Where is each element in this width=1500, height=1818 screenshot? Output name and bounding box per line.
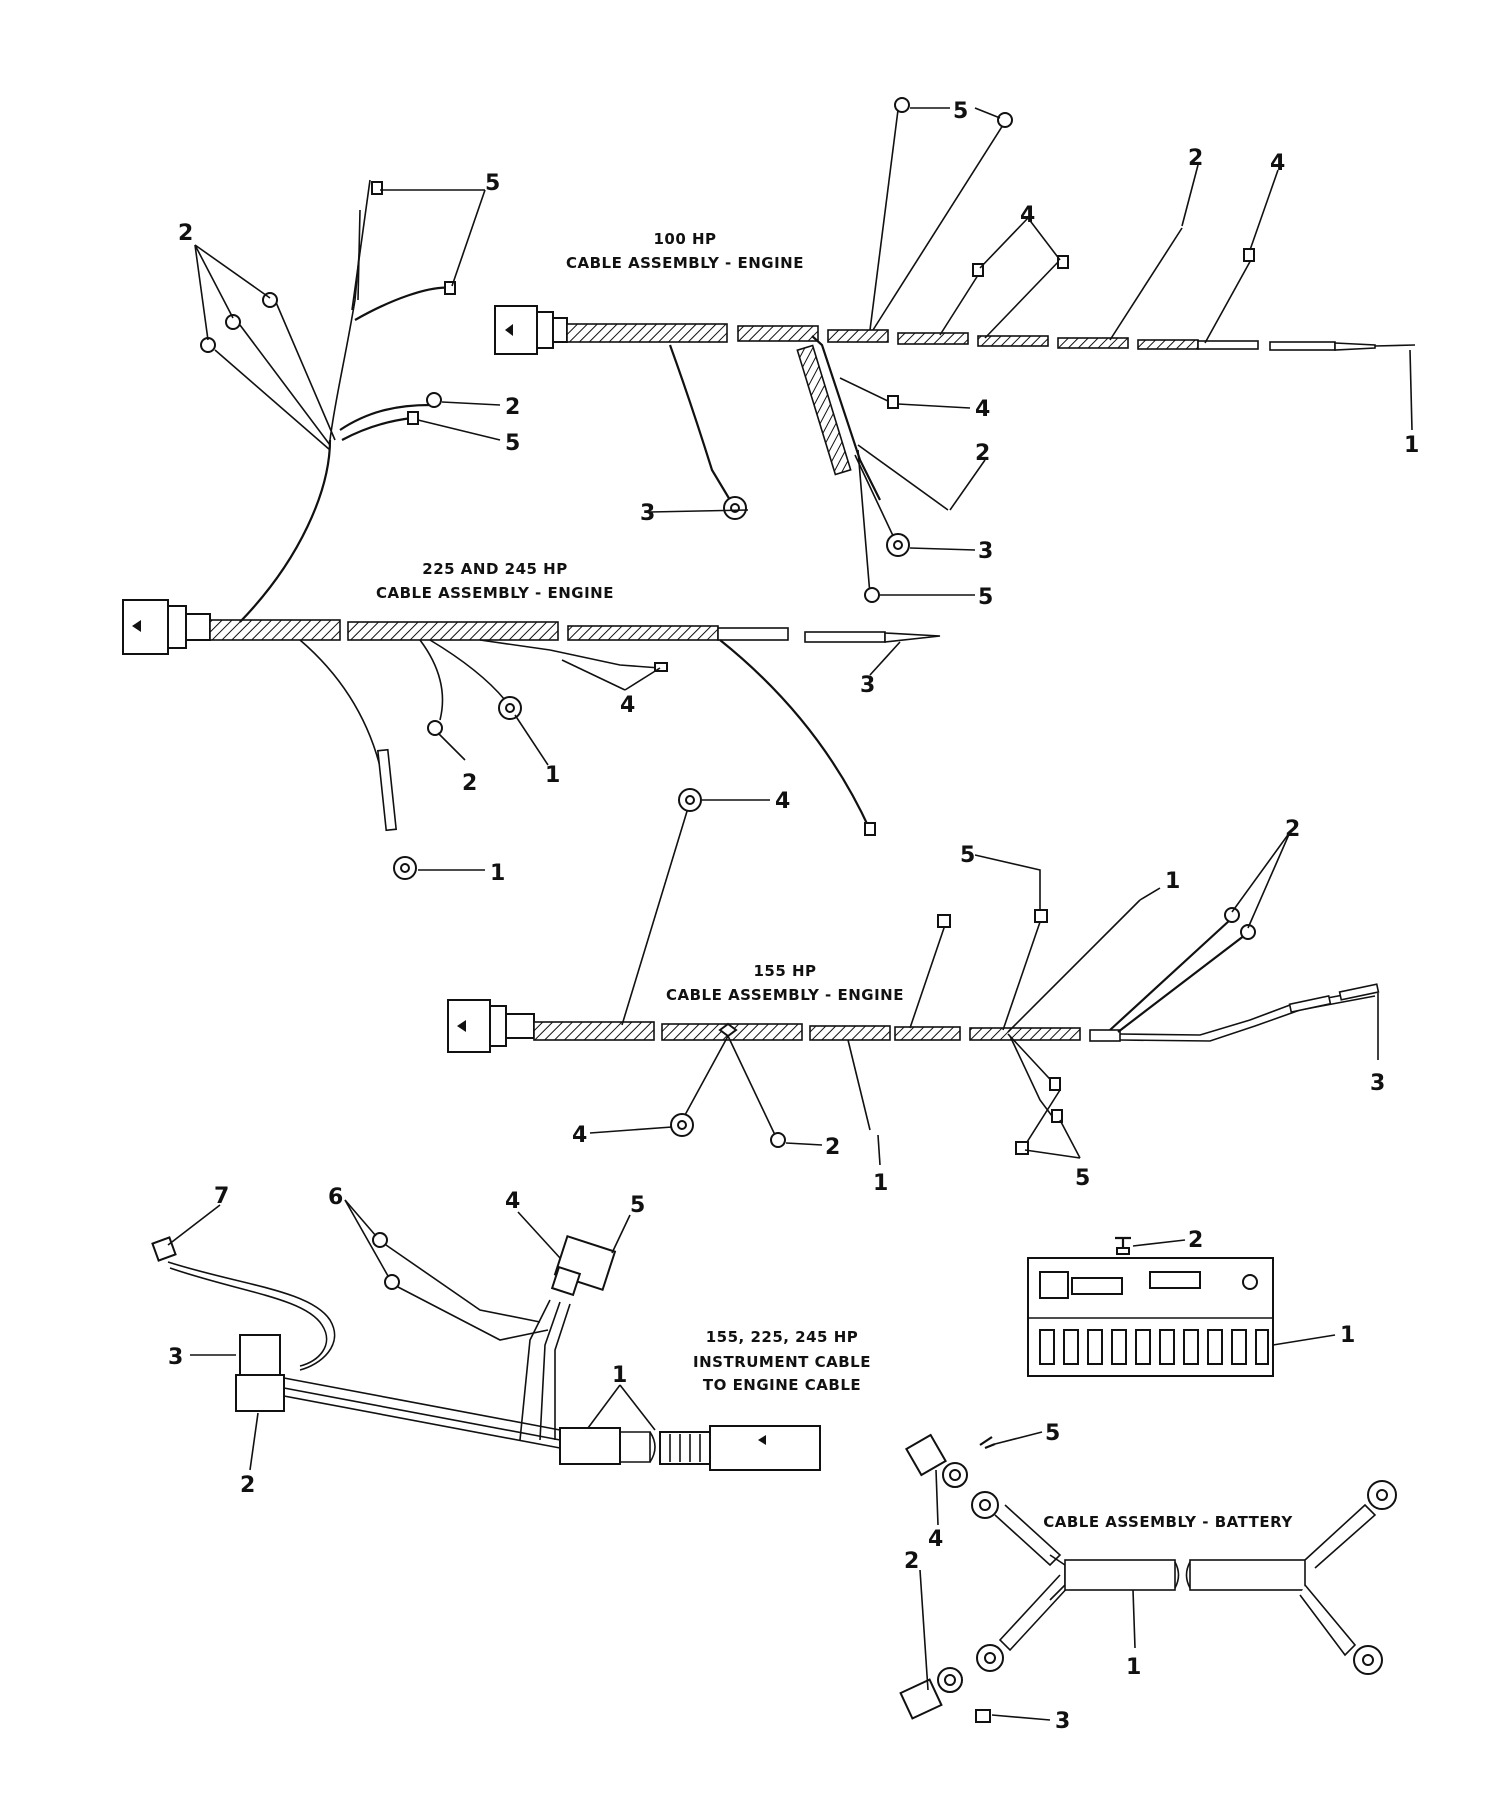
battery-callout: 1	[1126, 1655, 1141, 1680]
hp155-connector	[447, 999, 535, 1053]
hp100-callout: 4	[1020, 203, 1035, 228]
hp225-callout: 2	[178, 221, 193, 246]
hp225-callout: 1	[545, 763, 560, 788]
hp155-callout: 2	[1285, 817, 1300, 842]
instrument-callout: 1	[612, 1363, 627, 1388]
hp100-title-hp: 100 HP	[653, 230, 716, 248]
battery-callout: 3	[1055, 1709, 1070, 1734]
instrument-callout: 4	[505, 1189, 520, 1214]
hp155-callout: 1	[873, 1171, 888, 1196]
hp225-cable-assembly: 225 AND 245 HP CABLE ASSEMBLY - ENGINE 2…	[122, 171, 941, 886]
hp155-cable-assembly: 155 HP CABLE ASSEMBLY - ENGINE 4 5 1 2 3…	[447, 788, 1385, 1196]
hp100-callout: 3	[978, 539, 993, 564]
instrument-callout: 2	[240, 1473, 255, 1498]
hp155-callout: 2	[825, 1135, 840, 1160]
battery-callout: 2	[904, 1549, 919, 1574]
hp225-callout: 5	[505, 431, 520, 456]
instrument-title-cable: INSTRUMENT CABLE	[693, 1353, 871, 1371]
terminal-block: 2 1	[1027, 1228, 1355, 1377]
hp225-callout: 2	[505, 395, 520, 420]
hp100-callout: 5	[953, 99, 968, 124]
hp155-callout: 1	[1165, 869, 1180, 894]
instrument-callout: 5	[630, 1193, 645, 1218]
hp100-callout: 1	[1404, 433, 1419, 458]
hp155-callout: 3	[1370, 1071, 1385, 1096]
instrument-title-engine: TO ENGINE CABLE	[703, 1376, 861, 1394]
battery-callout: 4	[928, 1527, 943, 1552]
hp225-callout: 5	[485, 171, 500, 196]
hp225-connector	[122, 599, 211, 655]
hp155-callout: 4	[775, 789, 790, 814]
hp100-callout: 4	[975, 397, 990, 422]
hp155-title-assembly: CABLE ASSEMBLY - ENGINE	[666, 986, 904, 1004]
instrument-callout: 7	[214, 1184, 229, 1209]
hp100-cable-assembly: 100 HP CABLE ASSEMBLY - ENGINE 5 2 4 4 4…	[494, 97, 1419, 610]
hp100-callout: 5	[978, 585, 993, 610]
terminal-block-callout: 2	[1188, 1228, 1203, 1253]
hp100-callout: 2	[1188, 146, 1203, 171]
hp100-callout: 2	[975, 441, 990, 466]
instrument-callout: 6	[328, 1185, 343, 1210]
terminal-block-callout: 1	[1340, 1323, 1355, 1348]
hp155-callout: 4	[572, 1123, 587, 1148]
hp225-callout: 3	[860, 673, 875, 698]
hp225-callout: 2	[462, 771, 477, 796]
hp155-title-hp: 155 HP	[753, 962, 816, 980]
hp225-title-hp: 225 AND 245 HP	[422, 560, 567, 578]
hp100-callout: 4	[1270, 151, 1285, 176]
hp100-trunk	[566, 323, 1416, 351]
hp225-callout: 1	[490, 861, 505, 886]
battery-cable-assembly: CABLE ASSEMBLY - BATTERY 5 4 1 2 3	[899, 1421, 1397, 1734]
battery-callout: 5	[1045, 1421, 1060, 1446]
hp225-trunk	[209, 619, 941, 643]
battery-title: CABLE ASSEMBLY - BATTERY	[1043, 1513, 1293, 1531]
hp100-connector	[494, 305, 568, 355]
instrument-title-hp: 155, 225, 245 HP	[706, 1328, 859, 1346]
hp155-callout: 5	[960, 843, 975, 868]
hp225-callout: 4	[620, 693, 635, 718]
hp155-callout: 5	[1075, 1166, 1090, 1191]
instrument-callout: 3	[168, 1345, 183, 1370]
hp225-title-assembly: CABLE ASSEMBLY - ENGINE	[376, 584, 614, 602]
terminal-block-fuses	[1039, 1329, 1269, 1365]
hp155-trunk	[533, 983, 1380, 1042]
hp100-title-assembly: CABLE ASSEMBLY - ENGINE	[566, 254, 804, 272]
instrument-cable-assembly: 155, 225, 245 HP INSTRUMENT CABLE TO ENG…	[151, 1184, 871, 1498]
hp100-callout: 3	[640, 501, 655, 526]
